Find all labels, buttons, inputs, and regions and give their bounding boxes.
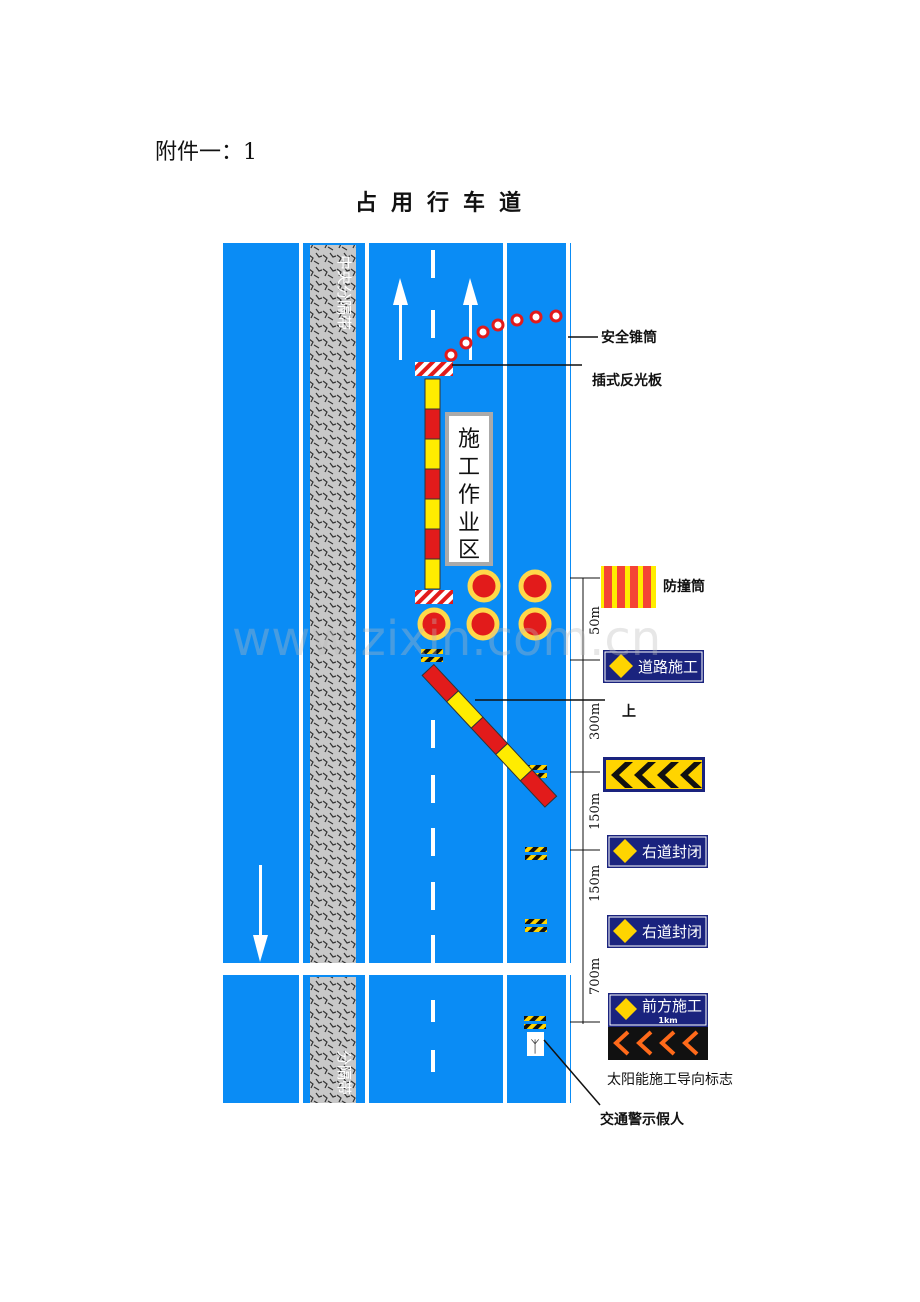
ahead-distance-text: 1km: [658, 1016, 677, 1025]
road-work-sign-text: 道路施工: [638, 658, 698, 676]
worker-icon: [609, 654, 633, 678]
reflector-board: [415, 362, 453, 376]
crash-barrel-icon: [601, 566, 656, 608]
taper-barrier: [421, 663, 558, 808]
work-zone-char: 施: [458, 427, 480, 452]
work-zone-char: 工: [458, 455, 480, 480]
work-zone-char: 区: [458, 538, 480, 563]
label-reflector: 插式反光板: [592, 372, 663, 389]
dimension-line: [570, 577, 600, 1024]
worker-icon: [615, 998, 637, 1020]
right-lane-closed-text: 右道封闭: [642, 923, 702, 941]
right-lane-closed-sign-2: 右道封闭: [607, 915, 708, 948]
lane-dashes: [431, 250, 435, 1072]
right-lane-closed-sign-1: 右道封闭: [607, 835, 708, 868]
dimension-label: 150m: [588, 865, 603, 902]
person-icon: ᛉ: [530, 1037, 540, 1056]
arrow-up-icon: [463, 278, 478, 360]
work-zone-box: [445, 412, 493, 566]
chevron-sign: [603, 757, 705, 792]
road-work-sign: 道路施工: [603, 650, 704, 683]
arrow-down-icon: [253, 865, 268, 962]
reflector-board: [415, 590, 453, 604]
label-cones: 安全锥筒: [601, 329, 657, 346]
crash-barrels: [417, 569, 552, 641]
label-solar-sign: 太阳能施工导向标志: [607, 1072, 733, 1088]
dimension-label: 50m: [588, 606, 603, 635]
work-zone-char: 作: [458, 483, 480, 508]
road-bottom: [223, 975, 571, 1103]
dummy-figure: [527, 1032, 544, 1056]
barrier-column: [424, 378, 441, 590]
chevron-left-icon: [611, 762, 702, 788]
dimension-label: 300m: [588, 703, 603, 740]
right-lane-closed-text: 右道封闭: [642, 843, 702, 861]
dimension-label: 150m: [588, 793, 603, 830]
lane-merge-icon: [613, 919, 637, 943]
label-crash-barrel: 防撞筒: [663, 578, 705, 595]
road-top: [223, 243, 571, 963]
label-clipped: 上: [622, 704, 636, 720]
attachment-heading: 附件一：1: [155, 140, 257, 165]
led-arrow-icon: [613, 1030, 699, 1056]
ahead-work-text: 前方施工: [642, 997, 702, 1015]
label-dummy: 交通警示假人: [600, 1111, 685, 1128]
safety-cones: [444, 309, 563, 362]
dimension-label: 700m: [588, 958, 603, 995]
leader-lines: [452, 336, 605, 1106]
work-zone-char: 业: [458, 511, 480, 536]
median-label-bottom: 分隔带: [335, 1050, 353, 1095]
solar-guide-sign: 前方施工 1km: [608, 993, 708, 1060]
median-label: 中央分隔带: [335, 255, 353, 330]
diagram-title: 占用行车道: [354, 191, 535, 216]
arrow-up-icon: [393, 278, 408, 360]
median-strip: [310, 245, 356, 963]
watermark: www.zixin.com.cn: [232, 611, 661, 667]
lane-merge-icon: [613, 839, 637, 863]
